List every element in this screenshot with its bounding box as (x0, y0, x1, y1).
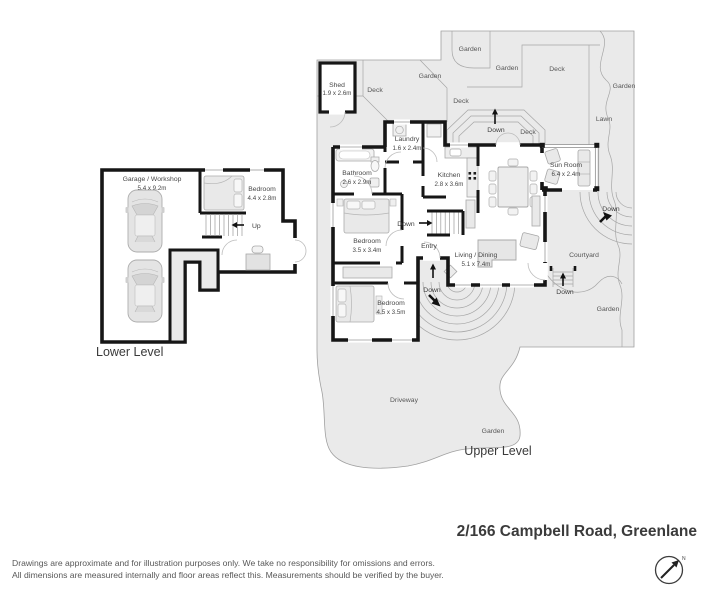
garden-label-4: Garden (613, 83, 636, 90)
porch-up-arrow (430, 263, 436, 278)
disclaimer: Drawings are approximate and for illustr… (12, 558, 444, 581)
desk (245, 245, 271, 271)
armchair (519, 232, 540, 250)
bedroom-front-label: Bedroom (377, 300, 405, 307)
sunroom-furniture (544, 148, 591, 187)
courtyard-small-stairs (549, 266, 577, 287)
lower-level-plan (100, 167, 307, 344)
washing-machine (392, 123, 407, 137)
bed-front (335, 285, 383, 323)
outdoor-labels: Deck Deck Deck Deck Garden Garden Garden… (367, 46, 635, 435)
laundry-label: Laundry (395, 136, 420, 143)
bedroom-basement-label: Bedroom (248, 186, 276, 193)
kitchen-label: Kitchen (438, 172, 461, 179)
compass-north-label: N (682, 556, 686, 562)
sunroom-label: Sun Room (550, 162, 582, 169)
courtyard-down-arrow (560, 272, 566, 286)
bathroom-sink (369, 177, 380, 188)
sofa (477, 239, 517, 268)
disclaimer-line-2: All dimensions are measured internally a… (12, 569, 444, 580)
garden-label-5: Garden (597, 306, 620, 313)
fan-down-ne-arrow (599, 212, 612, 223)
porch-down-se-arrow (428, 294, 441, 307)
down-label-fan: Down (602, 206, 620, 213)
shed-dims: 1.9 x 2.6m (323, 90, 352, 97)
down-label-stairs: Down (397, 221, 415, 228)
kitchen-bench (426, 123, 479, 198)
bathroom-dims: 2.6 x 2.9m (343, 179, 372, 186)
lower-level-title: Lower Level (96, 345, 163, 359)
sideboard (465, 199, 476, 229)
car-2 (125, 259, 165, 323)
living-dims: 5.1 x 7.4m (462, 261, 491, 268)
garage-label: Garage / Workshop (123, 176, 182, 183)
garden-label-6: Garden (482, 428, 505, 435)
lawn-label: Lawn (596, 116, 612, 123)
upper-level-plan (330, 119, 600, 343)
down-label-porch: Down (423, 287, 441, 294)
wardrobe (342, 266, 393, 279)
down-label-deck: Down (487, 127, 505, 134)
lower-outdoor-path (168, 248, 220, 344)
door-gaps (423, 142, 548, 280)
sunroom-glazing (539, 142, 600, 192)
garden-label-1: Garden (419, 73, 442, 80)
deck-label-2: Deck (453, 98, 469, 105)
basement-windows (205, 167, 264, 173)
toilet (370, 156, 380, 172)
driveway-label: Driveway (390, 397, 419, 404)
sunroom-dims: 6.4 x 2.4m (552, 171, 581, 178)
bathroom-label: Bathroom (342, 170, 372, 177)
garden-label-2: Garden (459, 46, 482, 53)
compass: N (654, 555, 686, 585)
deck-label-1: Deck (367, 87, 383, 94)
property-address: 2/166 Campbell Road, Greenlane (456, 523, 697, 540)
room-labels: Shed 1.9 x 2.6m Laundry 1.6 x 2.4m Bathr… (123, 82, 583, 316)
garden-label-3: Garden (496, 65, 519, 72)
deck-steps (446, 109, 546, 145)
door-arcs (353, 132, 546, 300)
laundry-basket (340, 180, 348, 188)
nav-labels: Down Down Down Down Down Entry Up (252, 127, 620, 296)
up-label: Up (252, 223, 261, 230)
bedroom-basement-dims: 4.4 x 2.8m (248, 195, 277, 202)
outdoor-subdivision-lines (317, 30, 623, 347)
lower-interior-walls (198, 170, 246, 239)
entry-label: Entry (421, 243, 437, 250)
deck-down-arrow (492, 108, 498, 124)
compass-needle-head (671, 560, 679, 568)
bedroom-mid-label: Bedroom (353, 238, 381, 245)
courtyard-label: Courtyard (569, 252, 599, 259)
deck-label-4: Deck (549, 66, 565, 73)
car-1 (125, 189, 165, 253)
basement-door-gap (292, 238, 298, 264)
kitchen-dims: 2.8 x 3.6m (435, 181, 464, 188)
stove-icon (468, 172, 477, 180)
up-arrow (231, 222, 244, 228)
bedroom-mid-dims: 3.5 x 3.4m (353, 247, 382, 254)
interior-walls (333, 122, 480, 285)
deck-label-3: Deck (520, 129, 536, 136)
stairs-down-arrow (419, 220, 433, 226)
laundry-dims: 1.6 x 2.4m (393, 145, 422, 152)
shed-label: Shed (329, 82, 345, 89)
compass-circle (654, 555, 684, 585)
living-label: Living / Dining (455, 252, 498, 259)
cabinet (531, 195, 541, 227)
garage-dims: 5.4 x 9.2m (138, 185, 167, 192)
down-label-courtyard: Down (556, 289, 574, 296)
upper-furniture (335, 123, 591, 323)
basement-bed (203, 175, 245, 211)
shed (318, 61, 357, 128)
upper-level-title: Upper Level (464, 444, 531, 458)
bedroom-front-dims: 4.5 x 3.5m (377, 309, 406, 316)
compass-needle (660, 564, 675, 579)
basement-double-door (221, 239, 307, 263)
disclaimer-line-1: Drawings are approximate and for illustr… (12, 558, 435, 568)
bed-mid (336, 198, 397, 234)
stair-arrows (419, 108, 612, 307)
windows (330, 119, 548, 343)
